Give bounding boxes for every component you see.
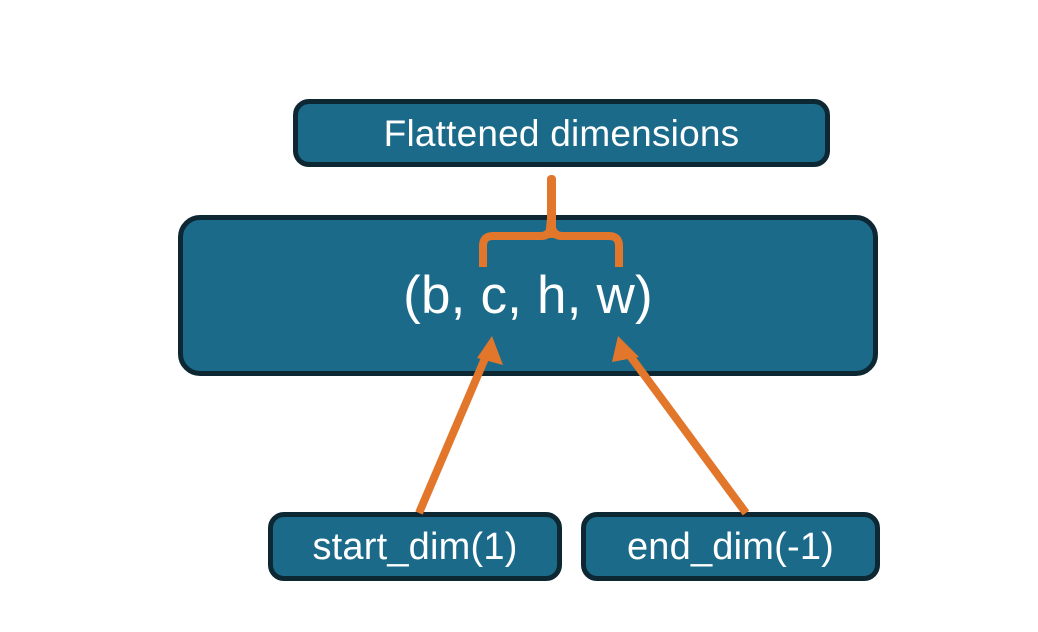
flattened-dimensions-box: Flattened dimensions: [293, 99, 830, 167]
tensor-shape-box: (b, c, h, w): [178, 215, 878, 376]
end-dim-label: end_dim(-1): [626, 525, 835, 568]
tensor-shape-label: (b, c, h, w): [403, 266, 653, 325]
flattened-dimensions-label: Flattened dimensions: [383, 112, 740, 154]
start-dim-box: start_dim(1): [268, 512, 562, 581]
end-dim-box: end_dim(-1): [581, 512, 880, 581]
start-dim-label: start_dim(1): [312, 525, 518, 568]
